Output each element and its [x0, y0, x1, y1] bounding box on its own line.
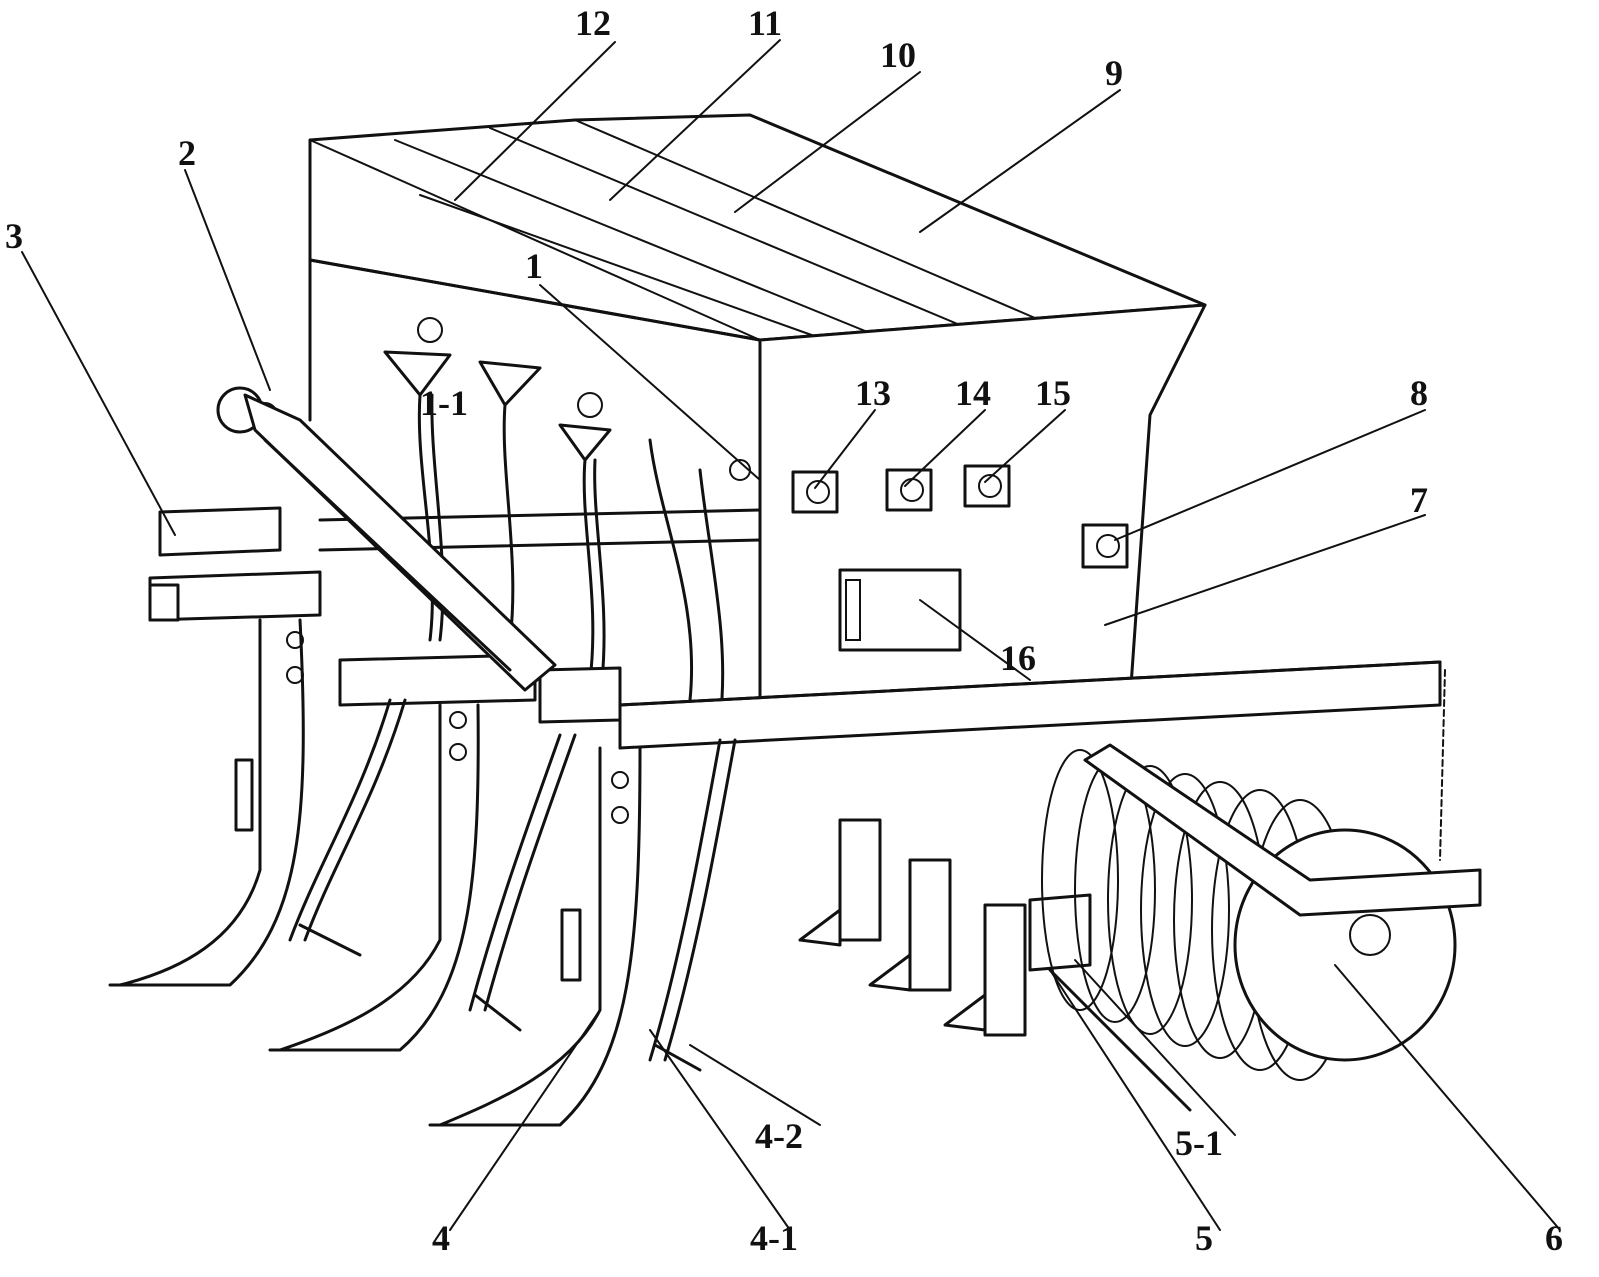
- label-5-1: 5-1: [1175, 1123, 1223, 1163]
- hitch-drawbar: [216, 386, 557, 692]
- label-3: 3: [5, 216, 23, 256]
- label-4-2: 4-2: [755, 1116, 803, 1156]
- label-14: 14: [955, 373, 991, 413]
- label-15: 15: [1035, 373, 1071, 413]
- subsoiler-shank-middle: [268, 703, 480, 1052]
- label-4-1: 4-1: [750, 1218, 798, 1258]
- controller-box-16: [838, 568, 962, 652]
- label-6: 6: [1545, 1218, 1563, 1258]
- main-frame: [148, 506, 1442, 750]
- label-8: 8: [1410, 373, 1428, 413]
- label-16: 16: [1000, 638, 1036, 678]
- part-labels: 12 11 10 9 2 3 1 1-1 13 14 15 8 7 16 4-2…: [5, 3, 1563, 1258]
- label-4: 4: [432, 1218, 450, 1258]
- label-5: 5: [1195, 1218, 1213, 1258]
- label-13: 13: [855, 373, 891, 413]
- press-roller: [1041, 669, 1482, 1081]
- label-12: 12: [575, 3, 611, 43]
- label-1: 1: [525, 246, 543, 286]
- label-10: 10: [880, 35, 916, 75]
- subsoiler-shank-front: [428, 746, 642, 1127]
- label-2: 2: [178, 133, 196, 173]
- control-box-8: [1081, 523, 1129, 569]
- subsoiler-shank-left: [108, 618, 305, 987]
- control-box-15: [963, 464, 1011, 508]
- seed-openers: [798, 818, 1192, 1112]
- fertilizer-tubes: [288, 698, 737, 1072]
- label-7: 7: [1410, 480, 1428, 520]
- control-box-13: [791, 470, 839, 514]
- label-11: 11: [748, 3, 782, 43]
- control-box-14: [885, 468, 933, 512]
- seed-tubes: [383, 317, 751, 722]
- label-9: 9: [1105, 53, 1123, 93]
- label-1-1: 1-1: [420, 383, 468, 423]
- leader-lines: [21, 39, 1561, 1231]
